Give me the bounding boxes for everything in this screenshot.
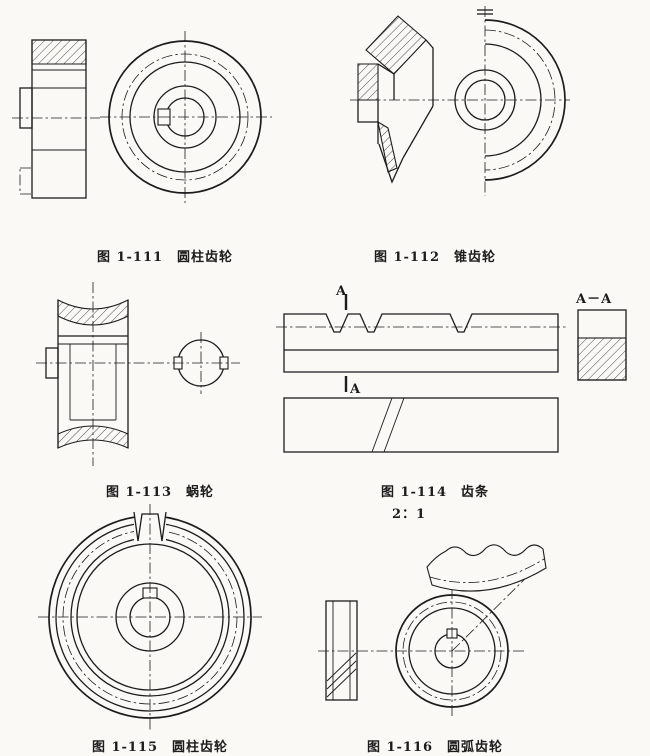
fig-1-116-side-view	[325, 600, 358, 701]
section-cut-label-bottom: A	[350, 382, 362, 397]
caption-fig-1-111: 图 1-111 圆柱齿轮	[96, 250, 234, 265]
fig-1-111-drawing	[12, 31, 272, 203]
section-view-label-aa: A－A	[576, 292, 613, 307]
fig-1-113-end-view	[36, 332, 240, 394]
fig-1-114-tooth-view	[276, 294, 566, 392]
fig-1-112-drawing	[350, 6, 570, 196]
tooth-detail-fig-115	[133, 510, 167, 542]
fig-1-114-drawing	[276, 294, 627, 453]
caption-fig-1-115: 图 1-115 圆柱齿轮	[91, 740, 229, 755]
caption-fig-1-112: 图 1-112 锥齿轮	[373, 250, 497, 265]
fig-1-112-side-view	[350, 6, 570, 196]
fig-1-111-front-view	[100, 31, 272, 203]
caption-fig-1-113: 图 1-113 蜗轮	[105, 485, 215, 500]
fig-1-113-drawing	[36, 282, 240, 466]
fig-1-114-section-aa-view	[577, 309, 627, 381]
fig-1-116-front-view	[318, 559, 545, 716]
fig-1-115-drawing	[38, 504, 262, 730]
detail-scale-label: 2：1	[392, 507, 427, 522]
fig-1-113-section-view	[45, 282, 129, 466]
fig-1-116-tooth-profile-detail	[426, 544, 547, 592]
section-cut-label-top: A	[336, 284, 348, 299]
fig-1-112-section-view	[357, 15, 434, 184]
fig-1-111-section-view	[12, 39, 100, 199]
caption-fig-1-116: 图 1-116 圆弧齿轮	[366, 740, 504, 755]
caption-fig-1-114: 图 1-114 齿条	[380, 485, 490, 500]
fig-1-114-side-view	[283, 397, 559, 453]
fig-1-116-drawing	[318, 544, 547, 716]
